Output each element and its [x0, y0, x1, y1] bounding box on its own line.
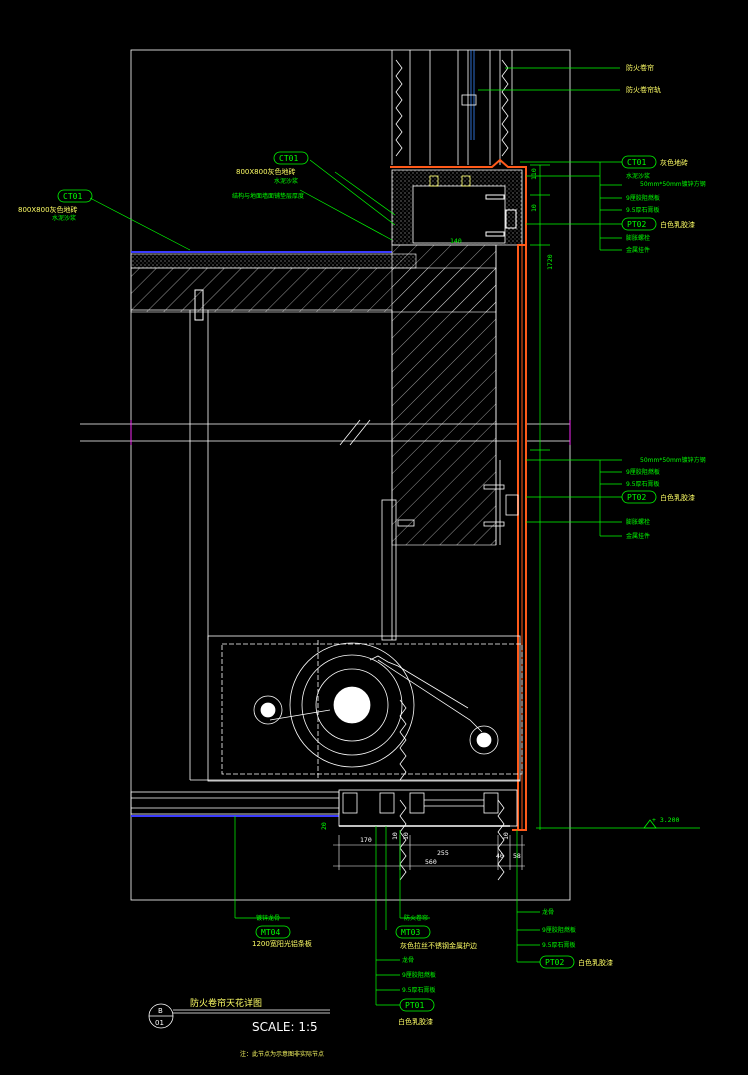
note-pt02-upper-desc: 白色乳胶漆 — [660, 220, 695, 229]
tag-pt01: PT01 — [399, 998, 435, 1012]
dim-10-b1: 10 — [391, 832, 399, 840]
level-text: + 3.200 — [652, 816, 679, 824]
title-block: B 01 防火卷帘天花详图 SCALE: 1:5 注：此节点为示意图非实际节点 — [148, 997, 330, 1058]
note-pt02-bot-2: 9厘胶阻燃板 — [542, 926, 576, 934]
title-scale: SCALE: 1:5 — [252, 1020, 318, 1034]
level-marker — [536, 819, 700, 829]
tag-mt03: MT03 — [395, 925, 431, 939]
svg-text:PT02: PT02 — [627, 493, 646, 502]
note-r-mid-5: 金属挂件 — [626, 532, 650, 540]
dim-110: 110 — [530, 168, 538, 180]
note-ct01-left-desc: 800X800灰色地砖 — [18, 205, 78, 214]
shutter-housing — [190, 635, 523, 782]
note-r-upper-2: 50mm*50mm镀锌方钢 — [640, 180, 706, 188]
note-ct01-right-desc: 灰色地砖 — [660, 158, 688, 167]
note-ct01-top-sub2: 结构与地面墙面铺垫层厚度 — [232, 192, 304, 200]
note-r-upper-6: 金属挂件 — [626, 246, 650, 254]
svg-text:CT01: CT01 — [627, 158, 646, 167]
note-ct01-top-sub: 水泥沙浆 — [274, 177, 298, 185]
tag-ct01-left: CT01 — [57, 189, 93, 203]
tag-ct01-right: CT01 — [621, 155, 657, 169]
note-top-right-1: 防火卷帘 — [626, 63, 654, 72]
dim-10-b3: 10 — [502, 832, 510, 840]
ceiling-box — [391, 169, 523, 246]
note-pt02-bot-1: 龙骨 — [542, 908, 554, 916]
tag-pt02-bottom: PT02 — [539, 955, 575, 969]
note-r-upper-3: 9厘胶阻燃板 — [626, 194, 660, 202]
svg-text:CT01: CT01 — [279, 154, 298, 163]
note-pt02-bot-3: 9.5厚石膏板 — [542, 941, 576, 949]
upper-leaders — [89, 67, 622, 537]
vertical-dims — [530, 164, 550, 830]
dim-140: 140 — [450, 237, 462, 245]
title-ref-bottom: 01 — [155, 1019, 164, 1027]
note-pt01-3: 9.5厚石膏板 — [402, 986, 436, 994]
svg-text:PT02: PT02 — [545, 958, 564, 967]
note-pt02-bot-desc: 白色乳胶漆 — [578, 958, 613, 967]
svg-text:CT01: CT01 — [63, 192, 82, 201]
svg-text:MT03: MT03 — [401, 928, 420, 937]
break-line — [80, 419, 571, 446]
drawing-frame — [130, 49, 571, 901]
note-mt03-top: 防火卷帘 — [404, 914, 428, 922]
finish-wall-right — [512, 244, 527, 831]
dim-10-b2: 10 — [402, 832, 410, 840]
dim-255: 255 — [437, 849, 449, 857]
note-r-upper-4: 9.5厚石膏板 — [626, 206, 660, 214]
svg-text:PT02: PT02 — [627, 220, 646, 229]
note-mt04-top: 镀锌龙骨 — [256, 914, 280, 922]
mid-brackets — [397, 460, 519, 545]
tag-ct01-top: CT01 — [273, 151, 309, 165]
note-r-upper-5: 膨胀螺栓 — [626, 234, 650, 242]
bottom-leaders — [234, 816, 540, 1006]
dim-1720: 1720 — [546, 254, 554, 270]
note-r-mid-4: 膨胀螺栓 — [626, 518, 650, 526]
title-ref-top: B — [158, 1007, 163, 1015]
note-r-upper-1: 水泥沙浆 — [626, 172, 650, 180]
note-pt01-1: 龙骨 — [402, 956, 414, 964]
note-r-mid-3: 9.5厚石膏板 — [626, 480, 660, 488]
tag-pt02-upper: PT02 — [621, 217, 657, 231]
bottom-dims — [333, 835, 525, 870]
shutter-rail-top — [391, 50, 513, 165]
dim-20: 20 — [320, 822, 328, 830]
note-pt01-desc: 白色乳胶漆 — [398, 1017, 433, 1026]
note-ct01-left-sub: 水泥沙浆 — [52, 214, 76, 222]
note-mt04-desc: 1200宽阳光铝条板 — [252, 939, 312, 948]
dim-560: 560 — [425, 858, 437, 866]
note-ct01-top-desc: 800X800灰色地砖 — [236, 167, 296, 176]
dim-40: 40 — [496, 852, 504, 860]
note-r-mid-2: 9厘胶阻燃板 — [626, 468, 660, 476]
note-top-right-2: 防火卷帘轨 — [626, 85, 661, 94]
dim-170: 170 — [360, 836, 372, 844]
svg-text:PT01: PT01 — [405, 1001, 424, 1010]
tag-mt04: MT04 — [255, 925, 291, 939]
floor-slab — [130, 244, 497, 546]
note-pt01-2: 9厘胶阻燃板 — [402, 971, 436, 979]
wall-lines — [189, 245, 497, 780]
note-r-mid-1: 50mm*50mm镀锌方钢 — [640, 456, 706, 464]
tag-pt02-mid: PT02 — [621, 490, 657, 504]
bottom-ceiling — [130, 789, 518, 881]
svg-text:MT04: MT04 — [261, 928, 280, 937]
title-caption: 注：此节点为示意图非实际节点 — [240, 1050, 324, 1058]
dim-10: 10 — [530, 204, 538, 212]
title-text: 防火卷帘天花详图 — [190, 997, 262, 1009]
note-mt03-desc: 灰色拉丝不锈钢金属护边 — [400, 941, 477, 950]
note-pt02-mid-desc: 白色乳胶漆 — [660, 493, 695, 502]
